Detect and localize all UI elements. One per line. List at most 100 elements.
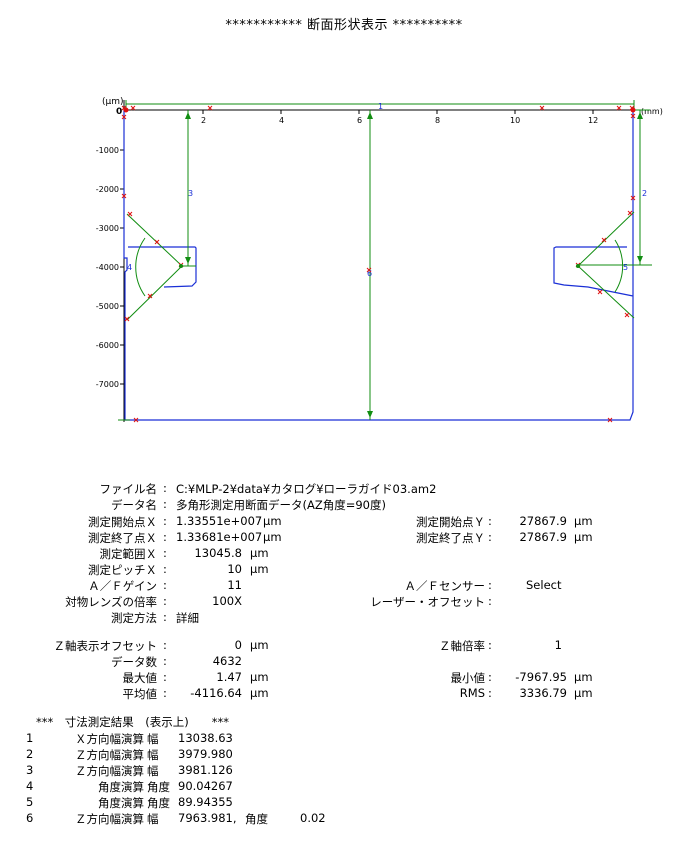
result-type: 幅 [147, 812, 159, 826]
result-value: 7963.981, [178, 811, 237, 825]
mean-value: -4116.64 [190, 686, 242, 700]
z-offset-unit: μm [250, 638, 269, 652]
result-no: 2 [26, 747, 34, 761]
profile-chart: (μm) (mm) 0 2 4 6 8 10 12 -1000 -2000 -3… [96, 97, 663, 423]
af-gain-value: 11 [227, 578, 242, 592]
colon: : [163, 638, 167, 652]
end-point [630, 107, 636, 113]
pitch-x-unit: μm [250, 562, 269, 576]
data-name-label: データ名 [111, 498, 157, 512]
af-sensor-value: Select [526, 578, 562, 592]
marker-2: 2 [642, 189, 647, 198]
result-name: Ｚ方向幅演算 [75, 764, 144, 778]
colon: : [163, 654, 167, 668]
max-unit: μm [250, 670, 269, 684]
af-sensor-label: Ａ／Ｆセンサー [404, 579, 486, 593]
x-tick-label: 6 [357, 116, 362, 125]
colon: : [488, 686, 492, 700]
rms-unit: μm [574, 686, 593, 700]
y-tick-label: -2000 [96, 185, 119, 194]
result-type: 幅 [147, 732, 159, 746]
z-scale-label: Ｚ軸倍率 [439, 639, 485, 653]
origin-point [123, 107, 129, 113]
y-tick-label: -5000 [96, 302, 119, 311]
mean-label: 平均値 [122, 687, 158, 701]
method-value: 詳細 [176, 611, 199, 625]
marker-3: 3 [188, 189, 193, 198]
z-scale-value: 1 [554, 638, 562, 652]
y-ticks: -1000 -2000 -3000 -4000 -5000 -6000 -700… [96, 146, 124, 389]
colon: : [488, 514, 492, 528]
y-unit-label: (μm) [102, 97, 124, 107]
laser-offset-label: レーザー・オフセット [370, 595, 485, 609]
result-type: 幅 [147, 764, 159, 778]
y-tick-label: -7000 [96, 380, 119, 389]
start-y-label: 測定開始点Ｙ [416, 515, 485, 529]
rms-value: 3336.79 [519, 686, 567, 700]
profile-outline [123, 110, 634, 421]
dimension-lines [118, 100, 652, 421]
colon: : [488, 638, 492, 652]
left-vertex-point [179, 264, 183, 268]
file-value: C:¥MLP-2¥data¥カタログ¥ローラガイド03.am2 [176, 482, 437, 496]
y-tick-label: -4000 [96, 263, 119, 272]
method-label: 測定方法 [111, 611, 157, 625]
right-angle-arc [614, 239, 624, 293]
marker-5: 5 [623, 263, 628, 272]
file-label: ファイル名 [99, 482, 158, 496]
mean-unit: μm [250, 686, 269, 700]
max-label: 最大値 [122, 671, 158, 685]
end-x-label: 測定終了点Ｘ [88, 531, 157, 545]
colon: : [488, 670, 492, 684]
result-no: 3 [26, 763, 34, 777]
z-offset-value: 0 [234, 638, 242, 652]
x-tick-label: 10 [510, 116, 520, 125]
data-count-value: 4632 [212, 654, 242, 668]
colon: : [163, 670, 167, 684]
result-name: 角度演算 [98, 796, 144, 810]
colon: : [488, 578, 492, 592]
lens-label: 対物レンズの倍率 [65, 595, 157, 609]
x-tick-label: 2 [201, 116, 206, 125]
y-tick-label: -1000 [96, 146, 119, 155]
af-gain-label: Ａ／Ｆゲイン [88, 579, 157, 593]
colon: : [163, 481, 167, 495]
page-title: *********** 断面形状表示 ********** [225, 18, 463, 33]
min-unit: μm [574, 670, 593, 684]
result-name: Ｘ方向幅演算 [75, 732, 144, 746]
colon: : [163, 594, 167, 608]
end-y-unit: μm [574, 530, 593, 544]
range-x-value: 13045.8 [194, 546, 242, 560]
y-tick-label: -3000 [96, 224, 119, 233]
colon: : [163, 578, 167, 592]
arrow-heads [185, 112, 643, 418]
result-no: 5 [26, 795, 34, 809]
right-vertex-point [576, 264, 580, 268]
pitch-x-value: 10 [227, 562, 242, 576]
rms-label: RMS [459, 686, 485, 700]
colon: : [488, 594, 492, 608]
colon: : [488, 530, 492, 544]
colon: : [163, 562, 167, 576]
result-value: 3981.126 [178, 763, 233, 777]
pitch-x-label: 測定ピッチＸ [88, 563, 157, 577]
result-name: Ｚ方向幅演算 [75, 812, 144, 826]
dimension-markers: 1 2 3 4 5 6 [127, 102, 647, 278]
start-x-label: 測定開始点Ｘ [88, 515, 157, 529]
start-y-value: 27867.9 [519, 514, 567, 528]
result-value: 89.94355 [178, 795, 233, 809]
z-offset-label: Ｚ軸表示オフセット [53, 639, 158, 653]
marker-4: 4 [127, 263, 132, 272]
end-y-label: 測定終了点Ｙ [416, 531, 485, 545]
start-y-unit: μm [574, 514, 593, 528]
result-extra-label: 角度 [245, 812, 268, 826]
marker-1: 1 [378, 102, 383, 111]
result-name: Ｚ方向幅演算 [75, 748, 144, 762]
y-zero-label: 0 [116, 107, 122, 117]
results-header: *** 寸法測定結果 (表示上) *** [36, 715, 229, 729]
min-value: -7967.95 [515, 670, 567, 684]
colon: : [163, 514, 167, 528]
colon: : [163, 686, 167, 700]
range-x-unit: μm [250, 546, 269, 560]
result-value: 13038.63 [178, 731, 233, 745]
